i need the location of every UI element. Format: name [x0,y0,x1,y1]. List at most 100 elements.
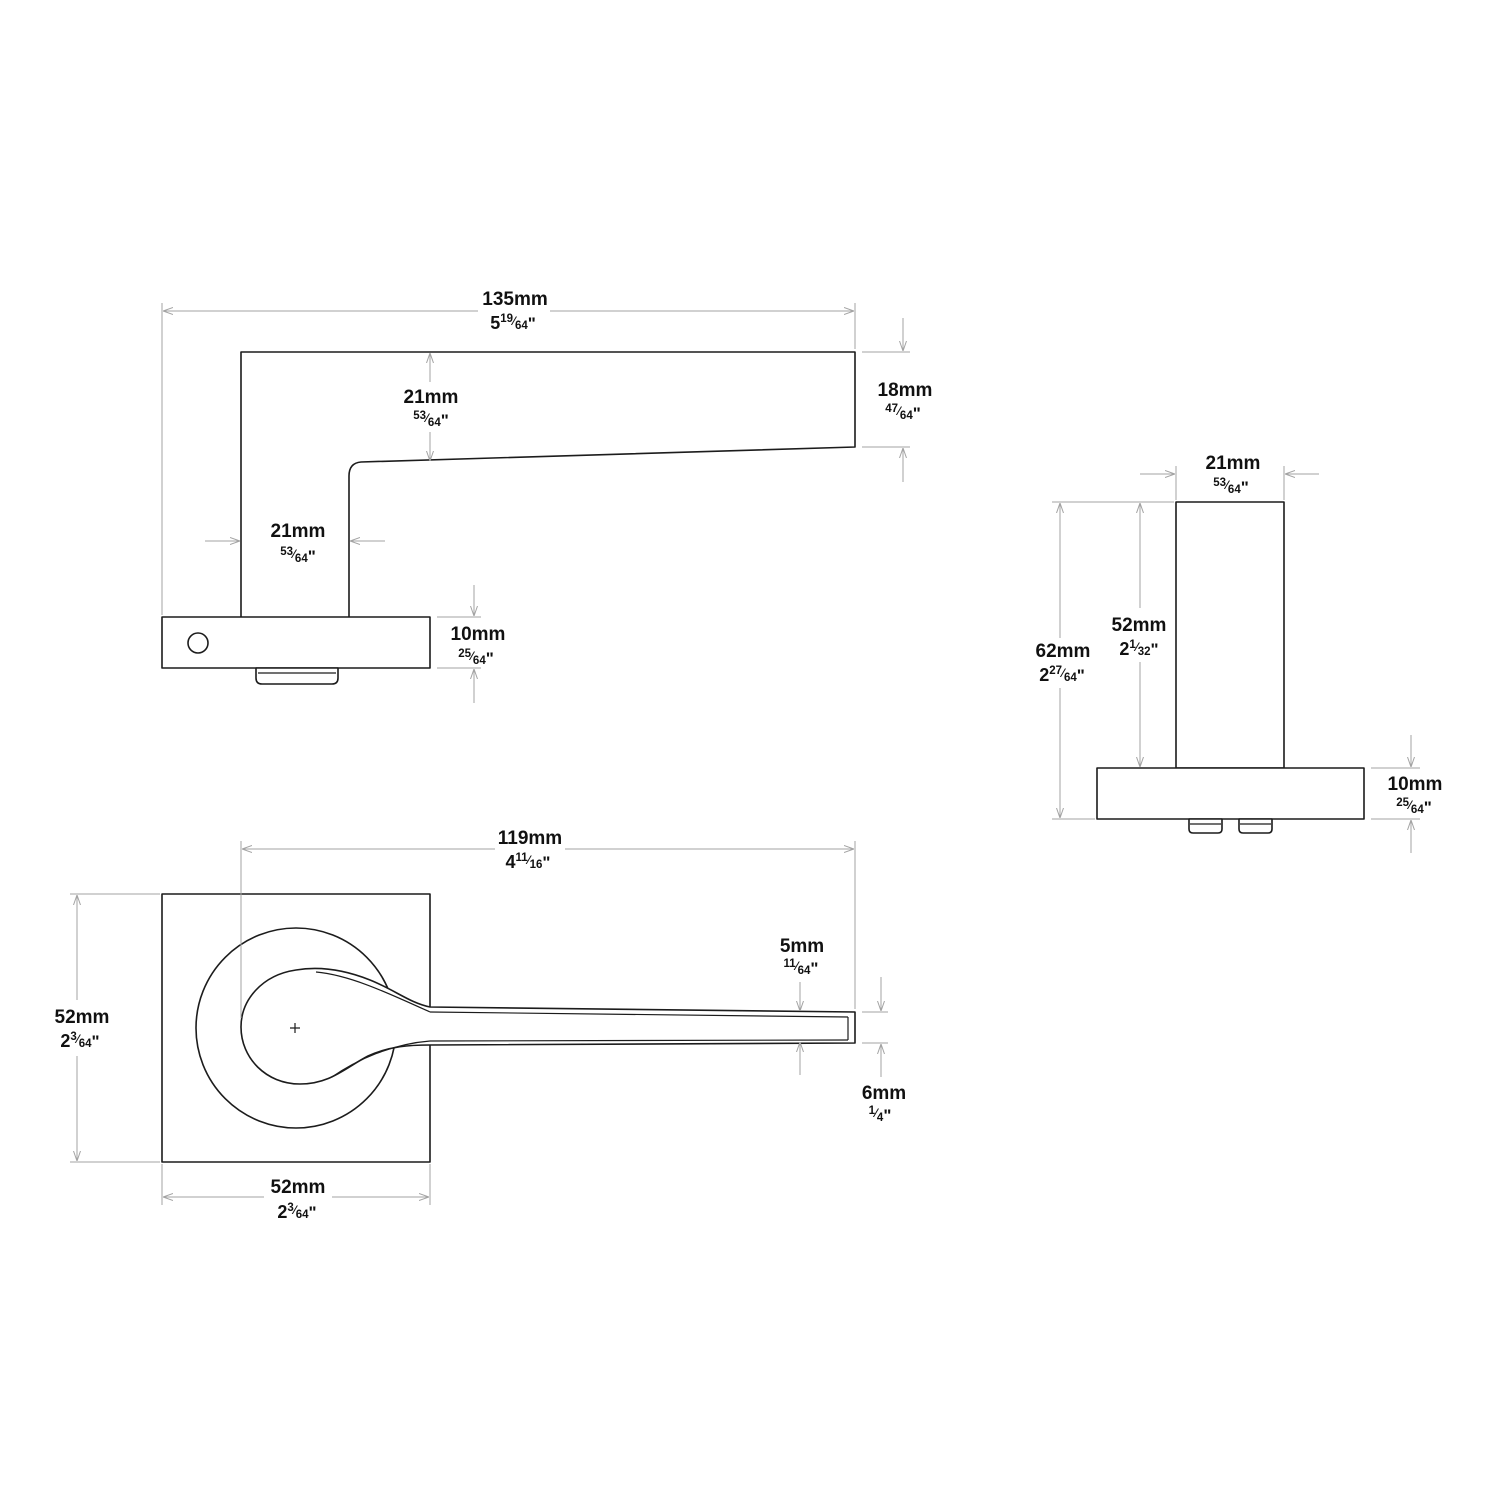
inch-denominator: 64 [515,320,528,332]
dim-mm-text: 52mm [55,1007,110,1028]
dim-mm-text: 52mm [1112,615,1167,636]
dim-inch-text: 11⁄64" [784,958,819,978]
dim-inch-text: 519⁄64" [490,313,536,333]
dim-label-lever-height: 21mm 53⁄64" [404,387,459,430]
dim-inch-text: 47⁄64" [885,403,921,423]
inch-slash: ⁄ [510,316,518,328]
inch-slash: ⁄ [1406,800,1414,812]
inch-mark: " [309,1203,317,1222]
dim-label-end-width: 6mm 1⁄4" [862,1083,906,1125]
inch-numerator: 1 [869,1105,876,1117]
dim-mm-text: 62mm [1036,641,1091,662]
dim-label-135mm: 135mm 519⁄64" [482,289,548,333]
inch-numerator: 3 [70,1031,76,1043]
lever-lower-ridge [429,1039,849,1042]
spindle-front-left [1188,818,1223,834]
dim-inch-text: 411⁄16" [506,852,551,872]
dim-inch-text: 53⁄64" [413,410,449,430]
dim-mm-text: 6mm [862,1083,906,1104]
inch-denominator: 64 [1064,672,1077,684]
dim-label-tip-width: 5mm 11⁄64" [780,936,824,978]
inch-denominator: 64 [295,553,308,565]
dim-inch-text: 53⁄64" [280,546,316,566]
inch-slash: ⁄ [872,1108,880,1120]
inch-numerator: 25 [1396,797,1409,809]
plan-view [161,893,856,1163]
lever-plan-outline [240,967,856,1085]
inch-numerator: 3 [287,1202,293,1214]
dim-label-stem-height: 52mm 21⁄32" [1112,615,1167,659]
dim-mm-text: 21mm [404,387,459,408]
dim-inch-text: 23⁄64" [277,1202,316,1222]
inch-whole: 2 [1119,639,1129,659]
inch-numerator: 25 [458,648,471,660]
inch-denominator: 64 [428,417,441,429]
front-view [1096,501,1365,834]
inch-numerator: 53 [413,410,426,422]
inch-slash: ⁄ [423,413,431,425]
inch-denominator: 64 [473,655,486,667]
dim-mm-text: 5mm [780,936,824,957]
inch-slash: ⁄ [1133,642,1141,654]
lever-side-outline [240,351,856,617]
inch-mark: " [486,649,494,668]
dim-inch-text: 25⁄64" [1396,797,1432,817]
dim-label-front-rose-thickness: 10mm 25⁄64" [1388,774,1443,817]
dim-label-rose-height: 52mm 23⁄64" [55,1007,110,1051]
inch-slash: ⁄ [525,855,533,867]
dim-mm-text: 52mm [271,1177,326,1198]
inch-numerator: 19 [500,313,513,325]
inch-slash: ⁄ [291,1205,299,1217]
inch-numerator: 47 [885,403,898,415]
dim-label-neck-width: 21mm 53⁄64" [271,521,326,566]
dim-label-side-rose-thickness: 10mm 25⁄64" [451,624,506,668]
dim-label-total-height: 62mm 227⁄64" [1036,641,1091,685]
inch-numerator: 11 [784,958,797,970]
inch-denominator: 4 [877,1112,884,1124]
inch-denominator: 64 [1411,804,1424,816]
inch-mark: " [1077,666,1085,685]
inch-mark: " [810,959,818,978]
dim-inch-text: 53⁄64" [1213,477,1249,497]
inch-mark: " [1151,640,1159,659]
dim-label-tip-height: 18mm 47⁄64" [878,380,933,423]
lever-upper-chamfer [315,971,431,1013]
dim-inch-text: 227⁄64" [1039,665,1085,685]
inch-slash: ⁄ [895,406,903,418]
dim-mm-text: 119mm [498,828,562,849]
side-view-dimensions [161,303,910,703]
side-view [161,351,856,685]
dim-inch-text: 21⁄32" [1119,639,1158,659]
inch-whole: 4 [506,852,516,872]
inch-mark: " [308,547,316,566]
inch-numerator: 11 [516,852,529,864]
inch-slash: ⁄ [793,961,801,973]
grub-screw-hole [187,632,209,654]
inch-denominator: 32 [1138,646,1151,658]
inch-slash: ⁄ [1223,480,1231,492]
inch-numerator: 1 [1129,639,1136,651]
stem-front [1175,501,1285,769]
inch-slash: ⁄ [290,549,298,561]
inch-denominator: 64 [79,1038,92,1050]
inch-whole: 2 [277,1202,287,1222]
inch-numerator: 53 [1213,477,1226,489]
spindle-front-right [1238,818,1273,834]
dim-mm-text: 18mm [878,380,933,401]
dim-label-lever-length: 119mm 411⁄16" [498,828,562,872]
inch-denominator: 64 [1228,484,1241,496]
inch-mark: " [883,1106,891,1125]
inch-slash: ⁄ [1059,668,1067,680]
inch-denominator: 64 [798,965,811,977]
lever-lower-chamfer [331,1040,431,1078]
inch-whole: 2 [1039,665,1049,685]
inch-mark: " [528,314,536,333]
dim-label-stem-width: 21mm 53⁄64" [1206,453,1261,497]
rose-front [1096,767,1365,820]
inch-mark: " [1424,798,1432,817]
dim-inch-text: 1⁄4" [869,1105,892,1125]
inch-mark: " [913,404,921,423]
inch-mark: " [542,853,550,872]
inch-whole: 2 [60,1031,70,1051]
